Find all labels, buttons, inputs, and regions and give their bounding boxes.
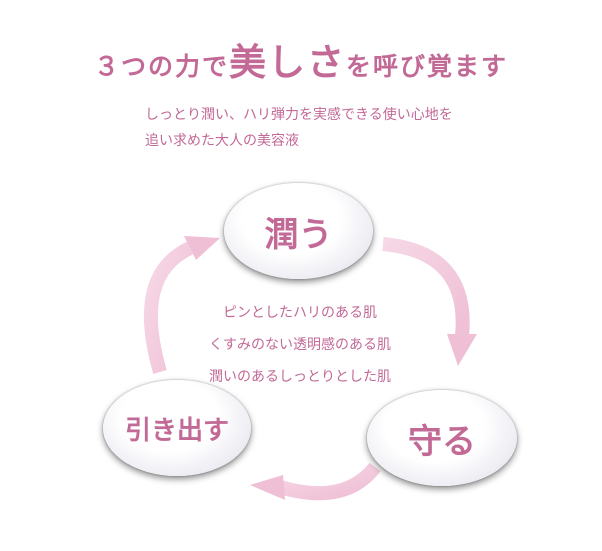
benefit-item: くすみのない透明感のある肌 (209, 337, 391, 353)
headline-emphasis: 美しさ (229, 40, 346, 84)
cycle-node-draw-out-label: 引き出す (124, 415, 229, 446)
arrow-top-to-right (382, 237, 477, 366)
arrow-right-to-left (250, 462, 381, 501)
cycle-node-moisturize: 潤う (224, 183, 373, 279)
headline-pre: ３つの力で (93, 52, 229, 81)
benefit-list: ピンとしたハリのある肌 くすみのない透明感のある肌 潤いのあるしっとりとした肌 (160, 297, 440, 393)
cycle-node-protect-label: 守る (408, 421, 476, 462)
headline: ３つの力で美しさを呼び覚ます (0, 32, 602, 86)
arrow-left-to-top (143, 236, 220, 374)
intro-text: しっとり潤い、ハリ弾力を実感できる使い心地を 追い求めた大人の美容液 (145, 102, 453, 154)
benefit-item: ピンとしたハリのある肌 (223, 305, 377, 321)
headline-post: を呼び覚ます (346, 52, 509, 81)
cycle-node-moisturize-label: 潤う (264, 214, 333, 255)
intro-line-1: しっとり潤い、ハリ弾力を実感できる使い心地を (145, 107, 453, 123)
intro-line-2: 追い求めた大人の美容液 (145, 133, 299, 149)
cycle-node-draw-out: 引き出す (103, 380, 251, 476)
cycle-node-protect: 守る (367, 390, 517, 486)
benefit-item: 潤いのあるしっとりとした肌 (209, 369, 391, 385)
